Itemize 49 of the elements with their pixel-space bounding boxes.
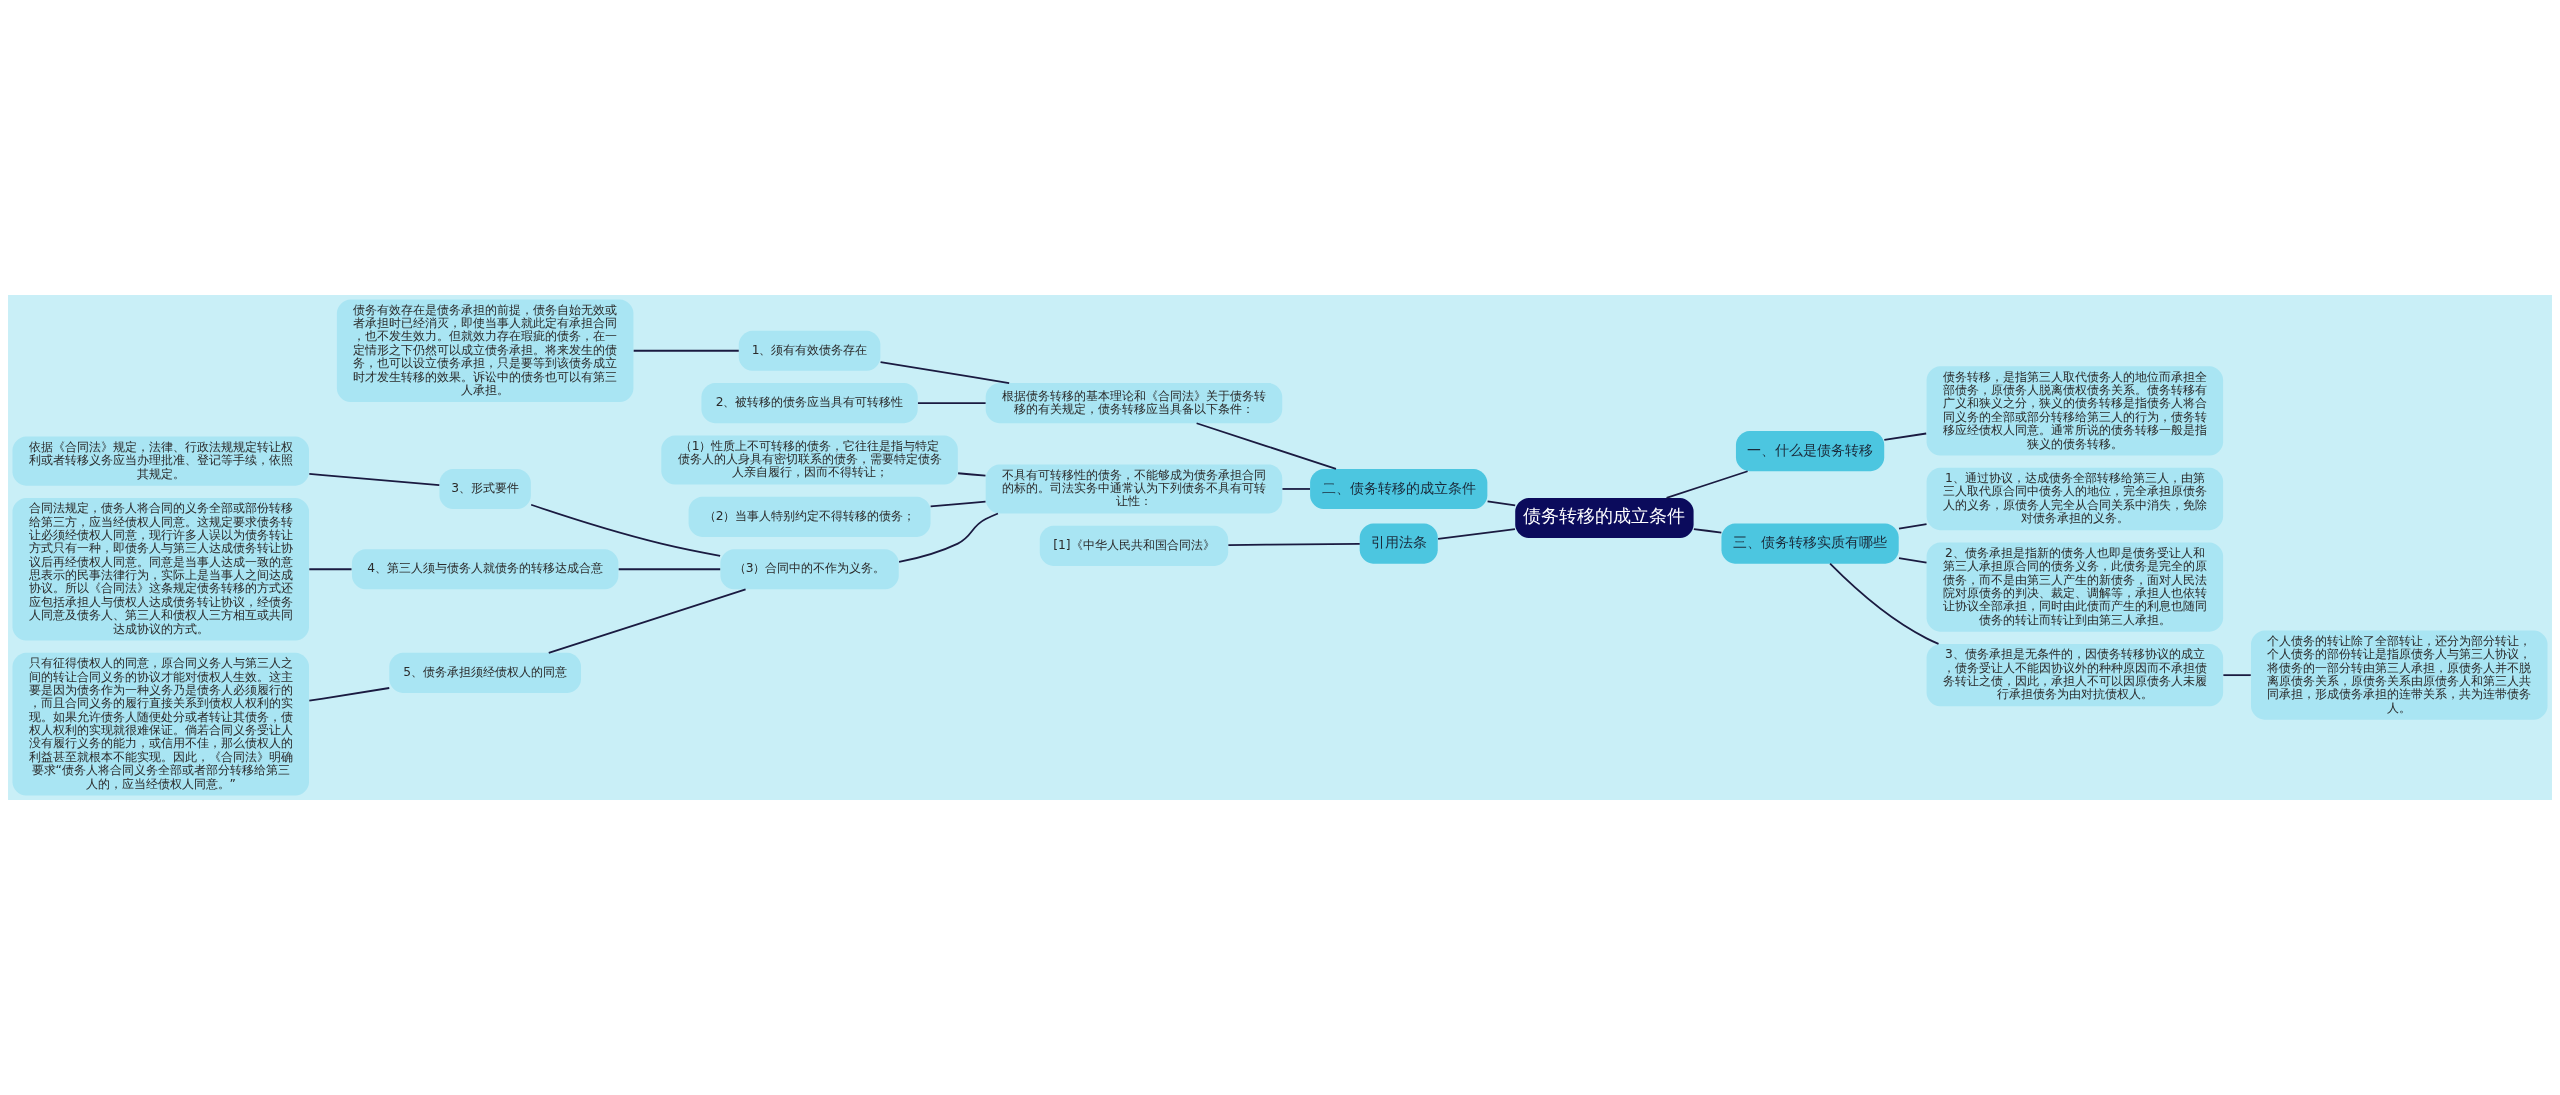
- connector: [1437, 528, 1516, 540]
- connector: [929, 500, 987, 508]
- connector: [1486, 500, 1517, 507]
- node-box: （1）性质上不可转移的债务，它往往是指与特定债务人的人身具有密切联系的债务，需要特定债务人亲自履行，因而不得转让；: [661, 435, 958, 485]
- node-box: （3）合同中的不作为义务。: [720, 549, 899, 590]
- connector: [957, 472, 987, 477]
- connector: [530, 503, 721, 557]
- connector: [1829, 562, 1940, 645]
- node-box: 2、被转移的债务应当具有可转移性: [701, 383, 918, 424]
- connector: [1665, 470, 1749, 499]
- connector: [898, 512, 999, 563]
- connector: [1898, 557, 1928, 564]
- node-box: 根据债务转移的基本理论和《合同法》关于债务转移的有关规定，债务转移应当具备以下条件：: [985, 383, 1283, 424]
- node-box: 1、通过协议，达成债务全部转移给第三人，由第三人取代原合同中债务人的地位，完全承担原债务人的义务，原债务人完全从合同关系中消失，免除对债务承担的义务。: [1926, 467, 2224, 531]
- connector: [1281, 488, 1311, 490]
- node-box: 3、债务承担是无条件的，因债务转移协议的成立，债务受让人不能因协议外的种种原因而不承担债务转让之债，因此，承担人不可以因原债务人未履行承担债务为由对抗债权人。: [1926, 643, 2224, 707]
- node-box: （2）当事人特别约定不得转移的债务；: [688, 496, 931, 537]
- connector: [632, 349, 740, 352]
- node-box: 4、第三人须与债务人就债务的转移达成合意: [351, 549, 619, 590]
- connector: [547, 588, 747, 654]
- node-box: 三、债务转移实质有哪些: [1721, 523, 1899, 564]
- node-box: 合同法规定，债务人将合同的义务全部或部份转移给第三方，应当经债权人同意。这规定要求债务转让必须经债权人同意，现行许多人误以为债务转让方式只有一种，即债务人与第三人达成债务转让协议后再经债权人同意。同意是当事人达成一致的意思表示的民事法律行为，实际上是当事人之间达成协议。所以《合同法》这条规定债务转移的方式还应包括承担人与债权人达成债务转让协议，经债务人同意及债务人、第三人和债权人三方相互或共同达成协议的方式。: [12, 497, 309, 641]
- connector: [1227, 543, 1361, 546]
- node-box: 不具有可转移性的债务，不能够成为债务承担合同的标的。司法实务中通常认为下列债务不具有可转让性：: [985, 464, 1283, 514]
- node-box: 依据《合同法》规定，法律、行政法规规定转让权利或者转移义务应当办理批准、登记等手续，依照其规定。: [12, 436, 309, 486]
- connector: [617, 568, 722, 571]
- connector: [308, 687, 391, 702]
- connector: [2222, 674, 2252, 677]
- node-box: 3、形式要件: [439, 468, 531, 510]
- connector: [879, 361, 1011, 384]
- connector: [1195, 422, 1337, 470]
- node-box: 债务转移，是指第三人取代债务人的地位而承担全部债务，原债务人脱离债权债务关系。债务转移有广义和狭义之分，狭义的债务转移是指债务人将合同义务的全部或部分转移给第三人的行为，债务转移应经债权人同意。通常所说的债务转移一般是指狭义的债务转移。: [1926, 366, 2224, 456]
- node-box: 只有征得债权人的同意，原合同义务人与第三人之间的转让合同义务的协议才能对债权人生效。这主要是因为债务作为一种义务乃是债务人必须履行的，而且合同义务的履行直接关系到债权人权利的实现。如果允许债务人随便处分或者转让其债务，债权人权利的实现就很难保证。倘若合同义务受让人没有履行义务的能力，或信用不佳，那么债权人的利益甚至就根本不能实现。因此，《合同法》明确要求“债务人将合同义务全部或者部分转移给第三人的，应当经债权人同意。”: [12, 652, 309, 796]
- node-box: 债务有效存在是债务承担的前提，债务自始无效或者承担时已经消灭，即使当事人就此定有承担合同，也不发生效力。但就效力存在瑕疵的债务，在一定情形之下仍然可以成立债务承担。将来发生的债务，也可以设立债务承担，只是要等到该债务成立时才发生转移的效果。诉讼中的债务也可以有第三人承担。: [336, 299, 634, 402]
- node-box: 2、债务承担是指新的债务人也即是债务受让人和第三人承担原合同的债务义务，此债务是完全的原债务，而不是由第三人产生的新债务，面对人民法院对原债务的判决、裁定、调解等，承担人也依转让协议全部承担，同时由此债而产生的利息也随同债务的转让而转让到由第三人承担。: [1926, 542, 2224, 632]
- connector: [308, 568, 353, 571]
- connector: [1898, 523, 1928, 530]
- connector: [308, 472, 441, 486]
- node-box: 二、债务转移的成立条件: [1310, 468, 1488, 510]
- node-box: 债务转移的成立条件: [1515, 497, 1694, 538]
- node-box: 1、须有有效债务存在: [738, 330, 881, 371]
- node-box: 一、什么是债务转移: [1735, 431, 1885, 472]
- node-box: [1]《中华人民共和国合同法》: [1039, 525, 1229, 566]
- connector: [917, 402, 987, 404]
- connector: [1883, 432, 1928, 441]
- node-box: 引用法条: [1359, 523, 1438, 564]
- node-box: 5、债务承担须经债权人的同意: [389, 652, 582, 693]
- node-box: 个人债务的转让除了全部转让，还分为部分转让，个人债务的部份转让是指原债务人与第三人协议，将债务的一部分转由第三人承担，原债务人并不脱离原债务关系，原债务关系由原债务人和第三人共同承担，形成债务承担的连带关系，共为连带债务人。: [2251, 630, 2548, 720]
- connector: [1692, 528, 1723, 534]
